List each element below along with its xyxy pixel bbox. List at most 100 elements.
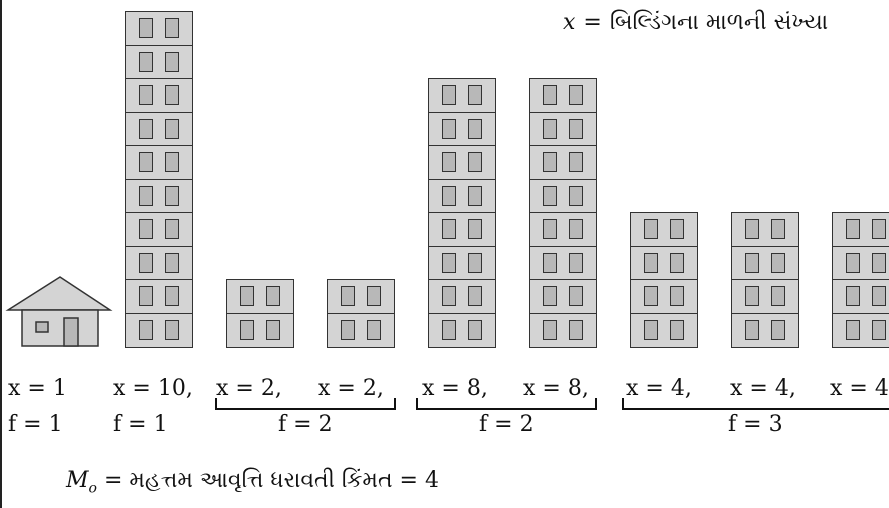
building-floor xyxy=(529,78,597,113)
house-roof xyxy=(5,276,113,311)
building-floor xyxy=(630,312,698,348)
window-icon xyxy=(569,319,583,340)
building-floor xyxy=(125,212,193,247)
window-icon xyxy=(569,85,583,105)
window-icon xyxy=(266,286,280,306)
window-icon xyxy=(670,286,684,306)
window-icon xyxy=(442,185,456,206)
window-icon xyxy=(670,252,684,273)
window-icon xyxy=(569,252,583,273)
x-value-label: x = 1 xyxy=(8,376,67,401)
building-floor xyxy=(731,212,799,247)
mode-symbol: M xyxy=(66,468,89,493)
building-floor xyxy=(428,312,496,348)
building-4 xyxy=(327,279,395,348)
window-icon xyxy=(468,286,482,306)
building-6 xyxy=(529,78,597,348)
mode-statement: Mo = મહત્તમ આવૃત્તિ ધરાવતી કિંમત = 4 xyxy=(66,468,439,496)
x-value-label: x = 4, xyxy=(730,376,796,401)
window-icon xyxy=(569,118,583,139)
building-8 xyxy=(731,212,799,348)
window-icon xyxy=(165,118,179,139)
building-floor xyxy=(529,279,597,314)
building-floor xyxy=(125,111,193,147)
building-floor xyxy=(731,245,799,281)
building-3 xyxy=(226,279,294,348)
window-icon xyxy=(569,185,583,206)
window-icon xyxy=(543,118,557,139)
window-icon xyxy=(872,252,886,273)
legend-equals: = xyxy=(583,10,602,35)
window-icon xyxy=(644,252,658,273)
window-icon xyxy=(139,118,153,139)
window-icon xyxy=(442,219,456,239)
window-icon xyxy=(442,152,456,172)
window-icon xyxy=(543,219,557,239)
window-icon xyxy=(468,118,482,139)
building-floor xyxy=(125,178,193,214)
window-icon xyxy=(442,319,456,340)
window-icon xyxy=(468,85,482,105)
window-icon xyxy=(468,319,482,340)
window-icon xyxy=(771,252,785,273)
mode-subscript: o xyxy=(88,480,97,497)
building-floor xyxy=(125,11,193,46)
window-icon xyxy=(543,85,557,105)
building-floor xyxy=(327,279,395,314)
group-frequency-label: f = 2 xyxy=(479,412,534,437)
building-floor xyxy=(125,78,193,113)
building-floor xyxy=(125,312,193,348)
x-value-label: x = 4, xyxy=(626,376,692,401)
window-icon xyxy=(341,286,355,306)
window-icon xyxy=(442,118,456,139)
building-5 xyxy=(428,78,496,348)
building-floor xyxy=(731,279,799,314)
building-floor xyxy=(832,245,889,281)
window-icon xyxy=(468,185,482,206)
x-value-label: x = 2, xyxy=(318,376,384,401)
window-icon xyxy=(569,286,583,306)
legend-variable: x xyxy=(563,10,576,35)
window-icon xyxy=(468,219,482,239)
window-icon xyxy=(569,219,583,239)
building-floor xyxy=(529,245,597,281)
window-icon xyxy=(846,319,860,340)
window-icon xyxy=(745,252,759,273)
window-icon xyxy=(139,51,153,72)
building-floor xyxy=(529,312,597,348)
window-icon xyxy=(771,286,785,306)
window-icon xyxy=(644,219,658,239)
f-value-label: f = 1 xyxy=(113,412,168,437)
window-icon xyxy=(367,319,381,340)
group-bracket xyxy=(416,398,597,410)
window-icon xyxy=(543,152,557,172)
building-floor xyxy=(832,312,889,348)
house-door xyxy=(63,317,79,347)
window-icon xyxy=(139,185,153,206)
window-icon xyxy=(745,319,759,340)
building-floor xyxy=(630,279,698,314)
group-frequency-label: f = 3 xyxy=(728,412,783,437)
window-icon xyxy=(240,319,254,340)
building-floor xyxy=(125,44,193,80)
house-icon xyxy=(5,276,113,347)
window-icon xyxy=(165,18,179,38)
window-icon xyxy=(771,219,785,239)
building-floor xyxy=(832,279,889,314)
group-bracket xyxy=(622,398,889,410)
window-icon xyxy=(442,252,456,273)
window-icon xyxy=(670,219,684,239)
window-icon xyxy=(468,152,482,172)
window-icon xyxy=(165,252,179,273)
window-icon xyxy=(165,286,179,306)
window-icon xyxy=(543,286,557,306)
window-icon xyxy=(165,85,179,105)
window-icon xyxy=(139,319,153,340)
building-floor xyxy=(630,212,698,247)
building-floor xyxy=(428,212,496,247)
window-icon xyxy=(872,219,886,239)
window-icon xyxy=(139,18,153,38)
window-icon xyxy=(745,219,759,239)
legend: x=બિલ્ડિંગના માળની સંખ્યા xyxy=(563,10,828,35)
